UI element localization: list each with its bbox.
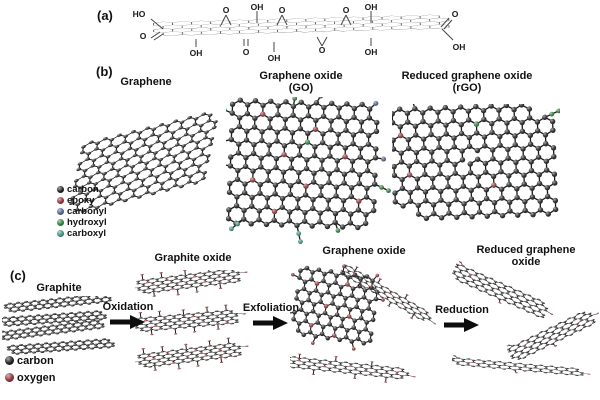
chem-group-label: O — [222, 5, 230, 15]
go-column-header: Graphene oxide (GO) — [241, 70, 361, 94]
legend-item: epoxy — [57, 195, 107, 206]
legend-label: carboxyl — [67, 228, 107, 239]
reduced-graphene-oxide-model — [392, 104, 560, 244]
stage-title-rgo: Reduced graphene oxide — [466, 244, 586, 268]
panel-b-legend: carbon epoxy carbonyl hydroxyl carboxyl — [57, 184, 107, 239]
column-title: Reduced graphene oxide — [401, 70, 533, 82]
chem-group-label: HO — [132, 9, 146, 19]
legend-item: carbonyl — [57, 206, 107, 217]
chem-group-label: OH — [452, 42, 466, 52]
oxygen-swatch — [5, 373, 14, 382]
panel-c-label: (c) — [10, 268, 26, 283]
column-subtitle: (rGO) — [452, 82, 482, 94]
graphene-oxide-model — [226, 97, 394, 249]
stage-title-line: Graphene oxide — [322, 245, 406, 257]
graphite-oxide-stack-model — [135, 270, 261, 398]
legend-item: carbon — [57, 184, 107, 195]
process-label: Exfoliation — [242, 302, 300, 314]
legend-item: carboxyl — [57, 228, 107, 239]
column-subtitle: (GO) — [288, 82, 314, 94]
legend-label: oxygen — [17, 371, 56, 384]
carbon-swatch — [5, 356, 14, 365]
stage-title-line: Graphite oxide — [154, 252, 232, 264]
chem-group-label: O — [342, 5, 350, 15]
chem-group-label: OH — [364, 47, 378, 57]
graphene-oxide-flakes-model — [290, 263, 440, 397]
chem-group-label: OH — [364, 2, 378, 12]
chem-group-label: O — [451, 9, 459, 19]
legend-label: epoxy — [67, 195, 95, 206]
column-title: Graphene oxide — [259, 70, 343, 82]
legend-item: carbon — [5, 352, 56, 369]
chem-group-label: O — [139, 31, 147, 41]
chem-group-label: O — [318, 45, 326, 55]
legend-item: oxygen — [5, 369, 56, 386]
stage-title-graphite-oxide: Graphite oxide — [133, 252, 253, 264]
legend-label: hydroxyl — [67, 217, 107, 228]
carboxyl-swatch — [57, 230, 64, 237]
panel-a-structure-drawing — [0, 0, 600, 66]
chem-group-label: OH — [267, 53, 281, 63]
epoxy-swatch — [57, 197, 64, 204]
carbon-swatch — [57, 186, 64, 193]
graphite-stack-model — [2, 296, 118, 360]
chem-group-label: O — [278, 5, 286, 15]
graphene-model — [58, 102, 230, 236]
carbonyl-swatch — [57, 208, 64, 215]
process-oxidation: Oxidation — [96, 301, 160, 330]
legend-label: carbon — [67, 184, 99, 195]
rgo-flakes-model — [452, 260, 600, 398]
arrow-right-icon — [253, 316, 288, 330]
process-label: Reduction — [435, 304, 489, 316]
stage-title-graphene-oxide: Graphene oxide — [304, 245, 424, 257]
legend-item: hydroxyl — [57, 217, 107, 228]
process-reduction: Reduction — [430, 304, 494, 333]
chem-group-label: O — [242, 47, 250, 57]
chem-group-label: OH — [250, 2, 264, 12]
legend-label: carbonyl — [67, 206, 107, 217]
stage-title-line: Reduced graphene — [476, 244, 576, 256]
column-title: Graphene — [120, 76, 172, 88]
chem-group-label: OH — [189, 48, 203, 58]
stage-title-graphite: Graphite — [9, 282, 109, 294]
panel-c-legend: carbon oxygen — [5, 352, 56, 386]
stage-title-line: Graphite — [36, 282, 82, 294]
panel-b-label: (b) — [96, 64, 113, 79]
rgo-column-header: Reduced graphene oxide (rGO) — [377, 70, 557, 94]
process-exfoliation: Exfoliation — [236, 302, 306, 331]
stage-title-line: oxide — [511, 256, 541, 268]
process-label: Oxidation — [102, 301, 154, 313]
arrow-right-icon — [110, 315, 145, 329]
arrow-right-icon — [444, 318, 479, 332]
hydroxyl-swatch — [57, 219, 64, 226]
legend-label: carbon — [17, 354, 54, 367]
panel-a-label: (a) — [97, 8, 113, 23]
graphene-column-header: Graphene — [96, 76, 196, 88]
